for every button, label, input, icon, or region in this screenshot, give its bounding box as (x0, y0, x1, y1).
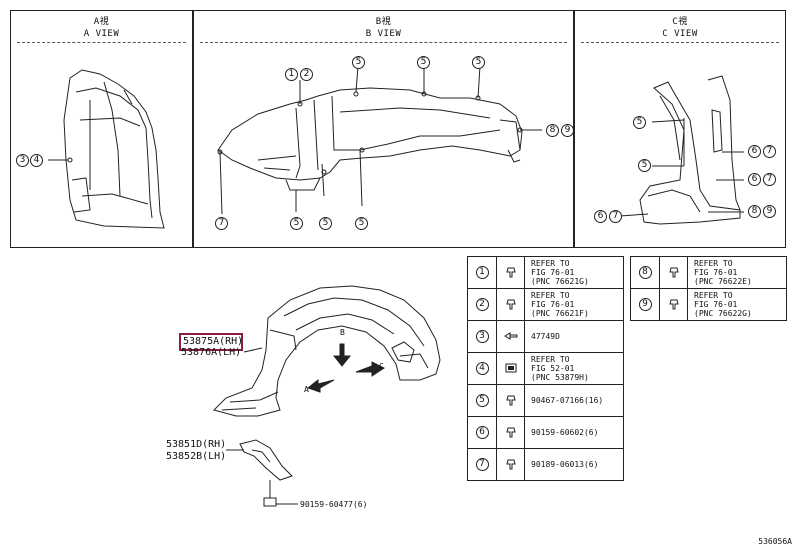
view-a-title-en: A VIEW (83, 29, 120, 39)
parts-table-row[interactable]: 6 90159-60602(6) (467, 416, 624, 449)
part-description-line: 90159-60602(6) (531, 428, 599, 437)
clip-icon (667, 267, 681, 280)
part-number-53875a-rh[interactable]: 53875A(RH) (179, 333, 243, 351)
part-description-line: FIG 76-01 (531, 268, 575, 277)
arrow-c-label: C (379, 362, 384, 371)
clip-icon (504, 459, 518, 472)
view-a-box: A視 A VIEW (10, 10, 193, 248)
callout-7: 7 (215, 217, 228, 230)
callout-1: 1 (285, 68, 298, 81)
part-index-circle: 2 (475, 298, 489, 311)
arrow-b-label: B (340, 328, 345, 337)
callout-7: 7 (763, 173, 776, 186)
figure-code: 536056A (758, 537, 792, 546)
part-index-circle: 4 (475, 362, 489, 375)
clip-icon (667, 299, 681, 312)
callout-6: 6 (748, 145, 761, 158)
callout-2: 2 (300, 68, 313, 81)
part-description-line: (PNC 76622E) (694, 277, 752, 286)
view-c-title-jp: C視 (672, 17, 688, 27)
part-number-53851d-rh[interactable]: 53851D(RH) (166, 439, 227, 450)
view-a-title-jp: A視 (93, 17, 110, 27)
part-index-circle: 7 (475, 458, 489, 471)
clip-icon (504, 395, 518, 408)
callout-9: 9 (763, 205, 776, 218)
part-index-circle: 1 (475, 266, 489, 279)
view-c-drawing (619, 75, 744, 225)
part-description-line: FIG 76-01 (531, 300, 575, 309)
callout-5: 5 (355, 217, 368, 230)
callout-5: 5 (417, 56, 430, 69)
view-b-title-jp: B視 (375, 17, 392, 27)
part-description-line: FIG 76-01 (694, 268, 738, 277)
part-description-line: 47749D (531, 332, 560, 341)
part-index-circle: 5 (475, 394, 489, 407)
callout-3: 3 (16, 154, 29, 167)
part-index-circle: 6 (475, 426, 489, 439)
main-liner-drawing (213, 285, 441, 507)
part-description-line: REFER TO (531, 291, 570, 300)
part-description-line: FIG 52-01 (531, 364, 575, 373)
view-a-drawing (48, 69, 165, 229)
clip-icon (504, 267, 518, 280)
part-description-line: 90189-06013(6) (531, 460, 599, 469)
parts-table-row[interactable]: 7 90189-06013(6) (467, 448, 624, 481)
part-number-53876a-lh[interactable]: 53876A(LH) (181, 347, 242, 358)
callout-5: 5 (290, 217, 303, 230)
callout-9: 9 (561, 124, 574, 137)
part-description-line: FIG 76-01 (694, 300, 738, 309)
view-c-title-en: C VIEW (662, 29, 698, 39)
part-description-line: 90467-07166(16) (531, 396, 604, 405)
clip-icon (504, 299, 518, 312)
view-b-divider (200, 42, 567, 43)
callout-7: 7 (763, 145, 776, 158)
arrow-a-label: A (304, 385, 309, 394)
view-b-drawing (217, 65, 542, 215)
screw-icon (503, 331, 518, 344)
part-index-circle: 8 (638, 266, 652, 279)
callout-7: 7 (609, 210, 622, 223)
part-description-line: (PNC 76621F) (531, 309, 589, 318)
view-a-divider (17, 42, 186, 43)
part-description-line: (PNC 53879H) (531, 373, 589, 382)
callout-5: 5 (352, 56, 365, 69)
callout-5: 5 (638, 159, 651, 172)
part-description-line: (PNC 76622G) (694, 309, 752, 318)
callout-6: 6 (594, 210, 607, 223)
view-c-box: C視 C VIEW (574, 10, 786, 248)
view-b-title-en: B VIEW (365, 29, 402, 39)
part-description-line: REFER TO (694, 291, 733, 300)
callout-8: 8 (748, 205, 761, 218)
part-number-53852b-lh[interactable]: 53852B(LH) (166, 451, 227, 462)
parts-table-row[interactable]: 3 47749D (467, 320, 624, 353)
part-description-line: (PNC 76621G) (531, 277, 589, 286)
view-c-divider (581, 42, 779, 43)
callout-5: 5 (319, 217, 332, 230)
callout-6: 6 (748, 173, 761, 186)
part-description-line: REFER TO (694, 259, 733, 268)
callout-5: 5 (633, 116, 646, 129)
nut-icon (504, 363, 518, 376)
part-description-line: REFER TO (531, 259, 570, 268)
callout-4: 4 (30, 154, 43, 167)
part-index-circle: 9 (638, 298, 652, 311)
callout-5: 5 (472, 56, 485, 69)
clip-icon (504, 427, 518, 440)
part-index-circle: 3 (475, 330, 489, 343)
parts-table-row[interactable]: 5 90467-07166(16) (467, 384, 624, 417)
callout-8: 8 (546, 124, 559, 137)
part-description-line: REFER TO (531, 355, 570, 364)
part-number-bolt[interactable]: 90159-60477(6) (300, 500, 368, 509)
